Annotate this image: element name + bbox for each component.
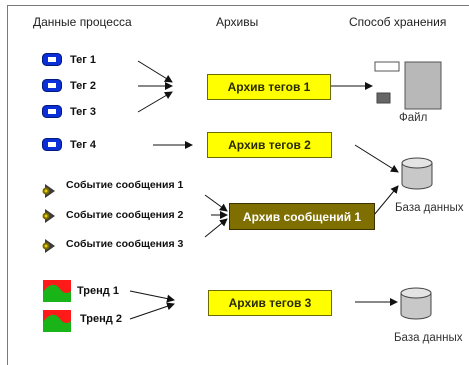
event-label-3: Событие сообщения 3 [66,238,184,250]
arrow-tag3 [137,91,173,113]
storage-database-label-2: База данных [394,332,463,344]
frame-border [7,5,469,365]
tag-icon [42,53,62,71]
database-icon [400,157,434,196]
arrow-msgarchive-db [373,185,399,216]
header-process-data: Данные процесса [33,15,132,29]
tag-label-3: Тег 3 [70,106,97,118]
header-storage-method: Способ хранения [349,15,447,29]
arrow-trend2 [129,302,175,320]
tag-icon [42,105,62,123]
database-icon [399,287,433,326]
storage-database-label-1: База данных [395,202,464,214]
header-archives: Архивы [216,15,259,29]
tag-icon [42,79,62,97]
event-label-2: Событие сообщения 2 [66,209,184,221]
arrow-tag1 [137,60,173,83]
event-icon [42,183,56,204]
archive-messages-1: Архив сообщений 1 [229,203,375,230]
file-icon [372,61,442,116]
event-icon [42,208,56,229]
trend-label-2: Тренд 2 [80,313,122,325]
archive-tags-1: Архив тегов 1 [207,74,331,100]
tag-icon [42,138,62,156]
arrow-event3 [204,218,228,238]
event-label-1: Событие сообщения 1 [66,179,184,191]
tag-label-4: Тег 4 [70,139,97,151]
arrow-archive2-db [354,144,399,173]
archive-tags-2: Архив тегов 2 [207,132,332,158]
arrow-trend1 [129,290,175,303]
trend-label-1: Тренд 1 [77,285,119,297]
arrow-event1 [204,194,228,212]
storage-file-label: Файл [399,112,428,124]
trend-icon [43,280,71,307]
tag-label-1: Тег 1 [70,54,97,66]
event-icon [42,238,56,259]
archive-tags-3: Архив тегов 3 [208,290,332,316]
tag-label-2: Тег 2 [70,80,97,92]
trend-icon [43,310,71,337]
